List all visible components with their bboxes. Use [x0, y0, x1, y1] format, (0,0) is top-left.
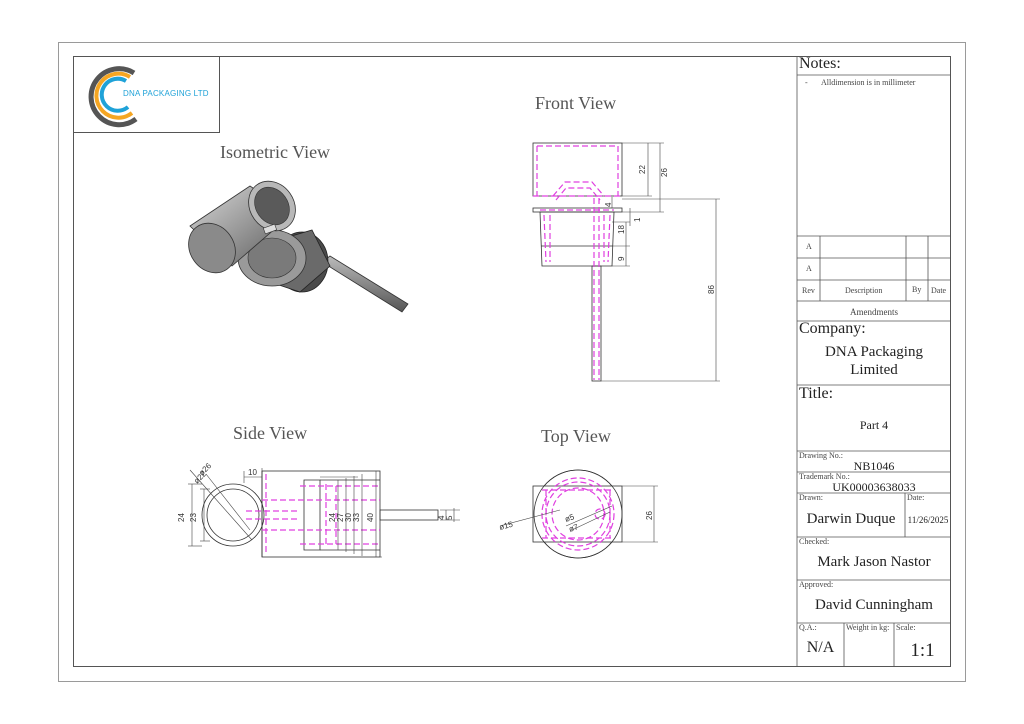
side-view-geometry [201, 470, 439, 558]
side-dim-40: 40 [366, 513, 375, 522]
title-heading: Title: [799, 385, 834, 402]
front-view-title: Front View [535, 93, 617, 113]
side-dim-27: 27 [336, 513, 345, 522]
front-dim-86: 86 [707, 285, 716, 294]
logo-box [73, 56, 220, 133]
qa-value: N/A [806, 639, 835, 656]
approved-label: Approved: [799, 580, 834, 589]
side-view-dimension-lines [188, 468, 460, 558]
side-dim-33: 33 [352, 513, 361, 522]
top-dim-dia5: ø5 [564, 512, 576, 524]
drawn-label: Drawn: [799, 493, 823, 502]
rev-header-description: Description [845, 286, 883, 295]
dna-logo-icon [88, 66, 138, 128]
date-label: Date: [907, 493, 925, 502]
sheet-inner-border [73, 56, 951, 667]
side-view-title: Side View [233, 423, 308, 443]
top-view-title: Top View [541, 426, 611, 446]
rev-header-date: Date [931, 286, 947, 295]
weight-label: Weight in kg: [846, 623, 890, 632]
trademark-value: UK00003638033 [832, 480, 916, 494]
side-dim-23: 23 [189, 513, 198, 522]
front-view-dimension-lines [601, 142, 720, 382]
side-dim-10: 10 [248, 468, 257, 477]
qa-label: Q.A.: [799, 623, 817, 632]
notes-heading: Notes: [799, 55, 841, 72]
company-heading: Company: [799, 320, 866, 337]
rev-header-by: By [912, 285, 922, 294]
top-dim-dia15: ø15 [498, 520, 514, 532]
front-dim-9: 9 [617, 256, 626, 261]
title-block-lines [796, 56, 951, 667]
side-dim-4: 4 [437, 515, 446, 520]
front-dim-4: 4 [604, 202, 613, 207]
company-name-line2: Limited [850, 362, 898, 378]
drawn-value: Darwin Duque [806, 511, 896, 527]
rev-row-2: A [806, 264, 812, 273]
top-dim-26: 26 [645, 511, 654, 520]
front-dim-26: 26 [660, 168, 669, 177]
side-dim-5: 5 [445, 515, 454, 520]
approved-value: David Cunningham [815, 597, 933, 613]
checked-label: Checked: [799, 537, 830, 546]
top-dim-dia7: ø7 [568, 522, 580, 534]
date-value: 11/26/2025 [907, 515, 949, 525]
side-view-hidden-lines [246, 474, 380, 554]
sheet-outer-border [58, 42, 966, 682]
scale-value: 1:1 [910, 640, 935, 661]
rev-row-1: A [806, 242, 812, 251]
rev-header-rev: Rev [802, 286, 815, 295]
notes-dash: - [805, 78, 808, 87]
drawing-no-label: Drawing No.: [799, 451, 843, 460]
drawing-no-value: NB1046 [853, 459, 895, 473]
side-dim-30: 30 [344, 513, 353, 522]
scale-label: Scale: [896, 623, 916, 632]
front-view-geometry [532, 142, 623, 382]
checked-value: Mark Jason Nastor [817, 554, 931, 570]
notes-text: Alldimension is in millimeter [821, 78, 916, 87]
title-value: Part 4 [859, 418, 889, 432]
isometric-view-title: Isometric View [220, 142, 331, 162]
side-dim-24-left: 24 [177, 513, 186, 522]
front-view-hidden-lines [533, 145, 622, 380]
isometric-model [188, 180, 409, 313]
front-dim-18: 18 [617, 225, 626, 234]
top-view-dimension-lines [499, 485, 658, 543]
company-name-line1: DNA Packaging [825, 344, 923, 360]
side-dim-24-right: 24 [328, 513, 337, 522]
amendments-label: Amendments [850, 307, 898, 317]
front-dim-1: 1 [633, 217, 642, 222]
logo-company-text: DNA PACKAGING LTD [123, 89, 209, 98]
front-dim-22: 22 [638, 165, 647, 174]
trademark-label: Trademark No.: [799, 472, 850, 481]
